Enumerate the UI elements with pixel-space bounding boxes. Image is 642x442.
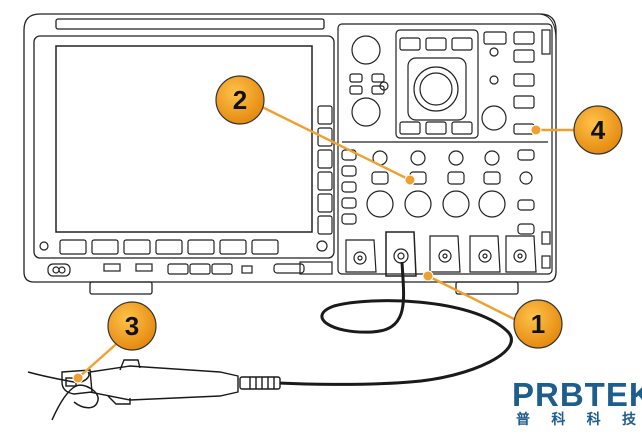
callout-label: 3 (125, 311, 139, 341)
callout-label: 2 (233, 85, 247, 115)
knob-a[interactable] (351, 35, 381, 65)
logo-sub-char: 技 (621, 412, 636, 428)
bottom-controls[interactable] (47, 261, 333, 277)
callout-label: 1 (531, 309, 545, 339)
brand-logo: PRBTEK (512, 376, 642, 413)
bezel-buttons[interactable] (39, 239, 328, 255)
input-connectors[interactable] (345, 231, 551, 277)
callout-3: 3 (107, 301, 157, 351)
channel-controls[interactable] (366, 150, 506, 218)
multipurpose-knob[interactable] (413, 66, 459, 112)
channel-3-controls (442, 150, 470, 218)
oscilloscope (23, 13, 557, 295)
top-handle-slot (55, 18, 325, 30)
ch1-connector (385, 231, 417, 277)
callout-1: 1 (513, 299, 563, 349)
knob-b[interactable] (351, 97, 381, 127)
logo-sub-char: 科 (551, 412, 566, 428)
current-probe (61, 359, 281, 405)
screen-bezel (33, 35, 335, 259)
foot-left (89, 281, 153, 295)
logo-sub-char: 科 (586, 412, 601, 428)
logo-sub-char: 普 (516, 412, 530, 428)
conductor-wire-1 (27, 371, 90, 384)
scope-housing (23, 13, 557, 283)
brand-logo-subtitle: 普 科 科 技 (516, 413, 636, 427)
knob-c[interactable] (481, 105, 507, 131)
leader-dots (72, 124, 542, 384)
conductor-wire-2 (51, 384, 99, 421)
callout-2: 2 (215, 75, 265, 125)
control-panel (337, 23, 553, 275)
display-screen (55, 45, 313, 233)
callout-label: 4 (591, 115, 606, 145)
channel-4-controls (478, 150, 506, 218)
callout-4: 4 (573, 105, 623, 155)
side-bezel-buttons[interactable] (317, 105, 333, 235)
power-button[interactable] (47, 263, 71, 277)
probe-cable (277, 261, 513, 386)
foot-right (455, 281, 519, 295)
